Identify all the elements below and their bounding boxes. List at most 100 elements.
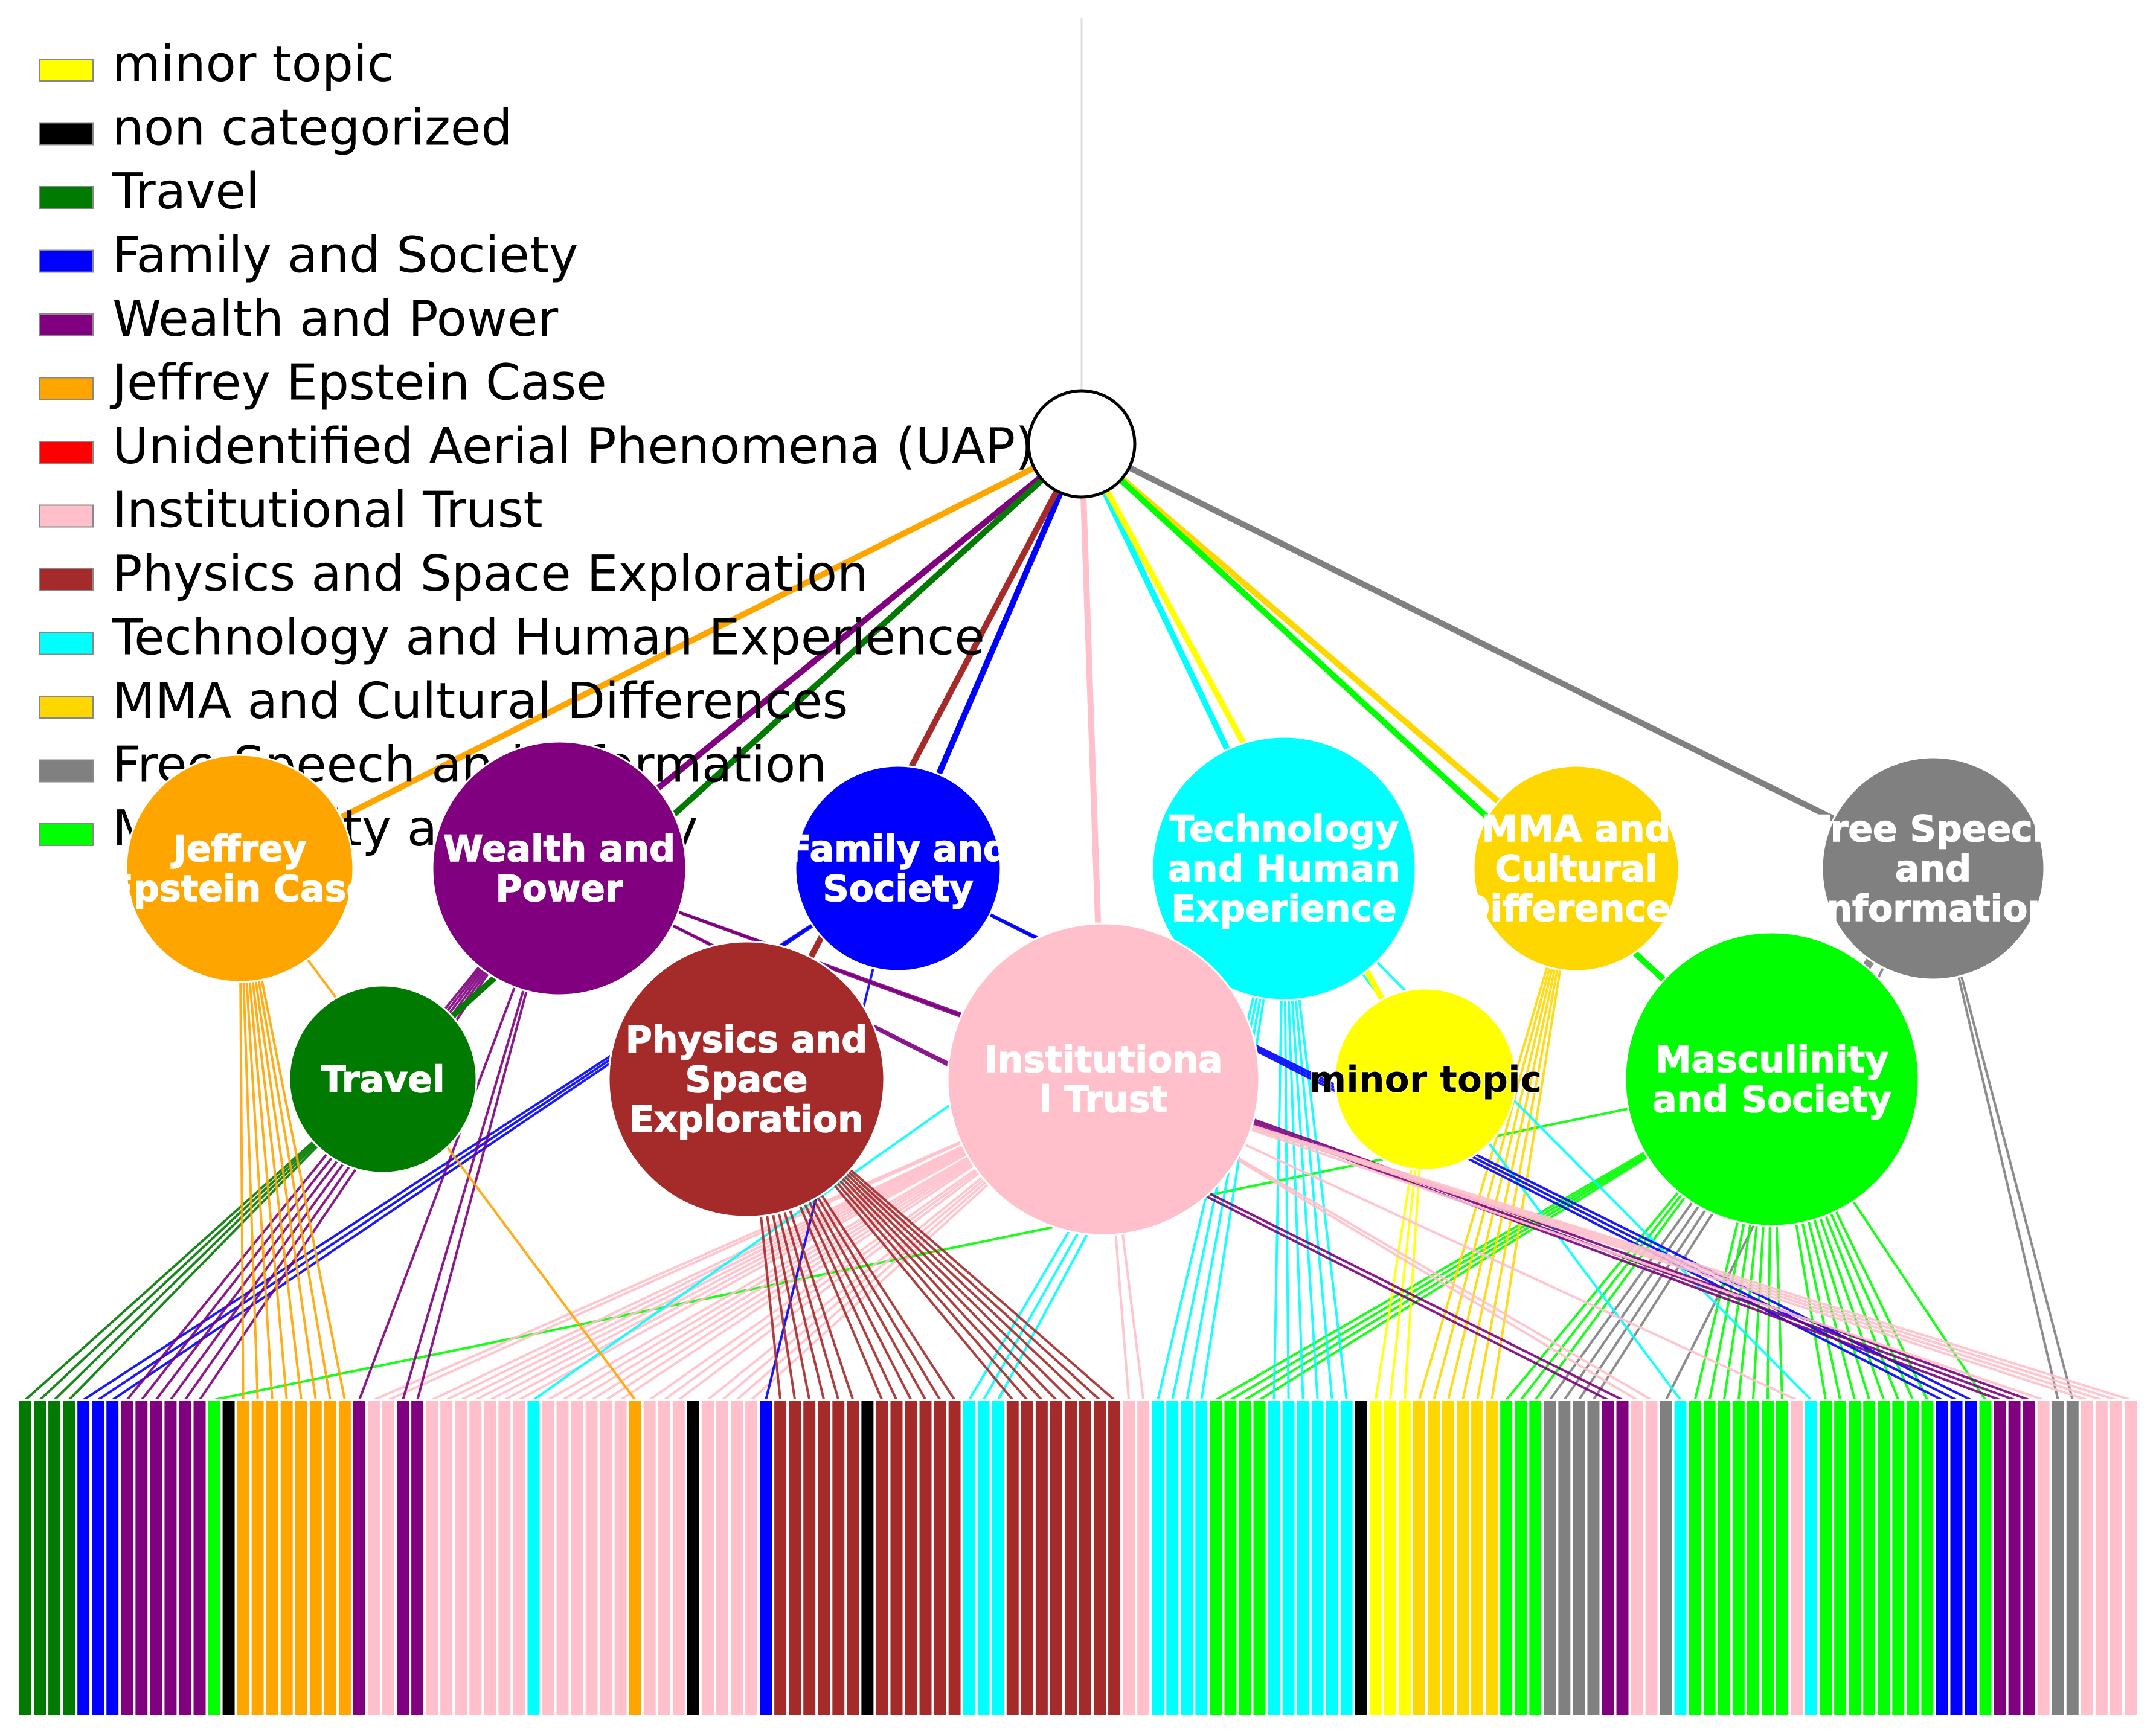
leaf-physics-and-space-exploration[interactable] (902, 1399, 920, 1718)
leaf-masculinity-and-society[interactable] (1236, 1399, 1254, 1718)
leaf-family-and-society[interactable] (1948, 1399, 1965, 1718)
leaf-masculinity-and-society[interactable] (1251, 1399, 1268, 1718)
leaf-free-speech-and-information[interactable] (1541, 1399, 1559, 1718)
topic-node-institutional[interactable]: Institutional Trust (946, 922, 1260, 1236)
leaf-free-speech-and-information[interactable] (1585, 1399, 1602, 1718)
leaf-wealth-and-power[interactable] (162, 1399, 179, 1718)
leaf-physics-and-space-exploration[interactable] (830, 1399, 847, 1718)
leaf-masculinity-and-society[interactable] (1904, 1399, 1922, 1718)
leaf-institutional-trust[interactable] (1788, 1399, 1806, 1718)
leaf-mma-and-cultural-differences[interactable] (1483, 1399, 1501, 1718)
leaf-institutional-trust[interactable] (2078, 1399, 2096, 1718)
topic-circle-technology[interactable] (1151, 736, 1417, 1001)
leaf-family-and-society[interactable] (1933, 1399, 1951, 1718)
leaf-technology-and-human-experience[interactable] (975, 1399, 992, 1718)
leaf-mma-and-cultural-differences[interactable] (1454, 1399, 1472, 1718)
leaf-institutional-trust[interactable] (2035, 1399, 2052, 1718)
leaf-institutional-trust[interactable] (467, 1399, 484, 1718)
topic-circle-wealth[interactable] (431, 740, 687, 996)
leaf-wealth-and-power[interactable] (1991, 1399, 2009, 1718)
leaf-institutional-trust[interactable] (438, 1399, 455, 1718)
topic-circle-masculinity[interactable] (1624, 931, 1920, 1227)
leaf-physics-and-space-exploration[interactable] (1062, 1399, 1079, 1718)
leaf-institutional-trust[interactable] (1643, 1399, 1660, 1718)
leaf-physics-and-space-exploration[interactable] (1004, 1399, 1021, 1718)
leaf-institutional-trust[interactable] (1135, 1399, 1152, 1718)
leaf-physics-and-space-exploration[interactable] (1047, 1399, 1065, 1718)
topic-circle-institutional[interactable] (946, 922, 1260, 1236)
leaf-non-categorized[interactable] (859, 1399, 876, 1718)
leaf-physics-and-space-exploration[interactable] (1091, 1399, 1109, 1718)
leaf-free-speech-and-information[interactable] (1570, 1399, 1588, 1718)
leaf-travel[interactable] (46, 1399, 63, 1718)
leaf-free-speech-and-information[interactable] (1556, 1399, 1573, 1718)
leaf-physics-and-space-exploration[interactable] (772, 1399, 789, 1718)
topic-circle-minor[interactable] (1333, 987, 1517, 1171)
leaf-wealth-and-power[interactable] (133, 1399, 150, 1718)
leaf-technology-and-human-experience[interactable] (1672, 1399, 1689, 1718)
topic-node-minor[interactable]: minor topic (1308, 987, 1542, 1171)
leaf-travel[interactable] (31, 1399, 49, 1718)
leaf-technology-and-human-experience[interactable] (1149, 1399, 1167, 1718)
leaf-masculinity-and-society[interactable] (1773, 1399, 1791, 1718)
leaf-masculinity-and-society[interactable] (1861, 1399, 1878, 1718)
leaf-wealth-and-power[interactable] (176, 1399, 194, 1718)
leaf-masculinity-and-society[interactable] (1759, 1399, 1776, 1718)
leaf-jeffrey-epstein-case[interactable] (307, 1399, 324, 1718)
leaf-masculinity-and-society[interactable] (1715, 1399, 1733, 1718)
leaf-non-categorized[interactable] (220, 1399, 237, 1718)
leaf-institutional-trust[interactable] (1120, 1399, 1138, 1718)
leaf-institutional-trust[interactable] (554, 1399, 571, 1718)
leaf-institutional-trust[interactable] (423, 1399, 441, 1718)
leaf-masculinity-and-society[interactable] (1512, 1399, 1530, 1718)
leaf-family-and-society[interactable] (757, 1399, 775, 1718)
leaf-institutional-trust[interactable] (583, 1399, 600, 1718)
leaf-institutional-trust[interactable] (699, 1399, 716, 1718)
root-node[interactable] (1027, 389, 1137, 499)
leaf-non-categorized[interactable] (684, 1399, 702, 1718)
leaf-institutional-trust[interactable] (641, 1399, 658, 1718)
leaf-technology-and-human-experience[interactable] (1294, 1399, 1312, 1718)
leaf-masculinity-and-society[interactable] (1977, 1399, 1994, 1718)
leaf-technology-and-human-experience[interactable] (960, 1399, 978, 1718)
leaf-institutional-trust[interactable] (612, 1399, 629, 1718)
leaf-physics-and-space-exploration[interactable] (917, 1399, 934, 1718)
leaf-institutional-trust[interactable] (539, 1399, 557, 1718)
leaf-institutional-trust[interactable] (670, 1399, 687, 1718)
leaf-institutional-trust[interactable] (380, 1399, 397, 1718)
leaf-technology-and-human-experience[interactable] (1280, 1399, 1297, 1718)
leaf-wealth-and-power[interactable] (1614, 1399, 1631, 1718)
leaf-masculinity-and-society[interactable] (1498, 1399, 1515, 1718)
leaf-minor-topic[interactable] (1367, 1399, 1384, 1718)
leaf-institutional-trust[interactable] (597, 1399, 615, 1718)
leaf-technology-and-human-experience[interactable] (1803, 1399, 1820, 1718)
leaf-technology-and-human-experience[interactable] (1338, 1399, 1355, 1718)
leaf-wealth-and-power[interactable] (118, 1399, 136, 1718)
leaf-masculinity-and-society[interactable] (1744, 1399, 1762, 1718)
leaf-wealth-and-power[interactable] (191, 1399, 208, 1718)
leaf-institutional-trust[interactable] (713, 1399, 731, 1718)
leaf-technology-and-human-experience[interactable] (525, 1399, 542, 1718)
leaf-technology-and-human-experience[interactable] (1309, 1399, 1326, 1718)
leaf-institutional-trust[interactable] (655, 1399, 673, 1718)
leaf-physics-and-space-exploration[interactable] (1033, 1399, 1050, 1718)
leaf-wealth-and-power[interactable] (2006, 1399, 2023, 1718)
leaf-travel[interactable] (60, 1399, 78, 1718)
leaf-free-speech-and-information[interactable] (2049, 1399, 2067, 1718)
leaf-minor-topic[interactable] (1396, 1399, 1413, 1718)
leaf-jeffrey-epstein-case[interactable] (321, 1399, 339, 1718)
leaf-free-speech-and-information[interactable] (1657, 1399, 1675, 1718)
leaf-physics-and-space-exploration[interactable] (815, 1399, 833, 1718)
leaf-masculinity-and-society[interactable] (1730, 1399, 1747, 1718)
leaf-physics-and-space-exploration[interactable] (801, 1399, 818, 1718)
leaf-jeffrey-epstein-case[interactable] (292, 1399, 310, 1718)
leaf-technology-and-human-experience[interactable] (1323, 1399, 1341, 1718)
leaf-institutional-trust[interactable] (481, 1399, 499, 1718)
leaf-institutional-trust[interactable] (2107, 1399, 2125, 1718)
leaf-travel[interactable] (17, 1399, 34, 1718)
leaf-masculinity-and-society[interactable] (1875, 1399, 1893, 1718)
